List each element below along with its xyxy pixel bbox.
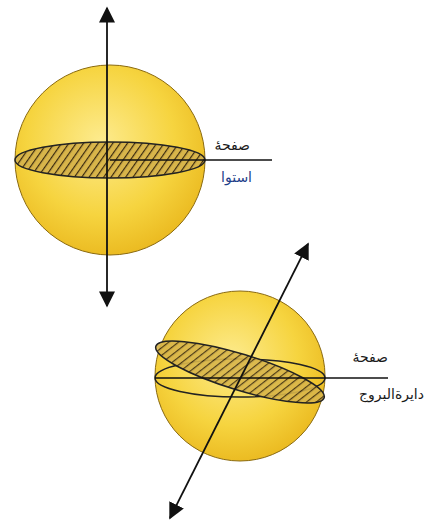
- plane-line: [155, 377, 388, 379]
- plane-label: صفحهٔ: [352, 349, 388, 366]
- ecliptic-plane: [151, 329, 330, 415]
- plane-label: دایرةالبروج: [359, 386, 424, 403]
- plane-line: [110, 159, 272, 161]
- rotation-axis: [106, 8, 108, 306]
- rotation-axis: [170, 244, 308, 518]
- plane-label: صفحهٔ: [214, 137, 250, 154]
- plane-label: استوا: [221, 169, 252, 186]
